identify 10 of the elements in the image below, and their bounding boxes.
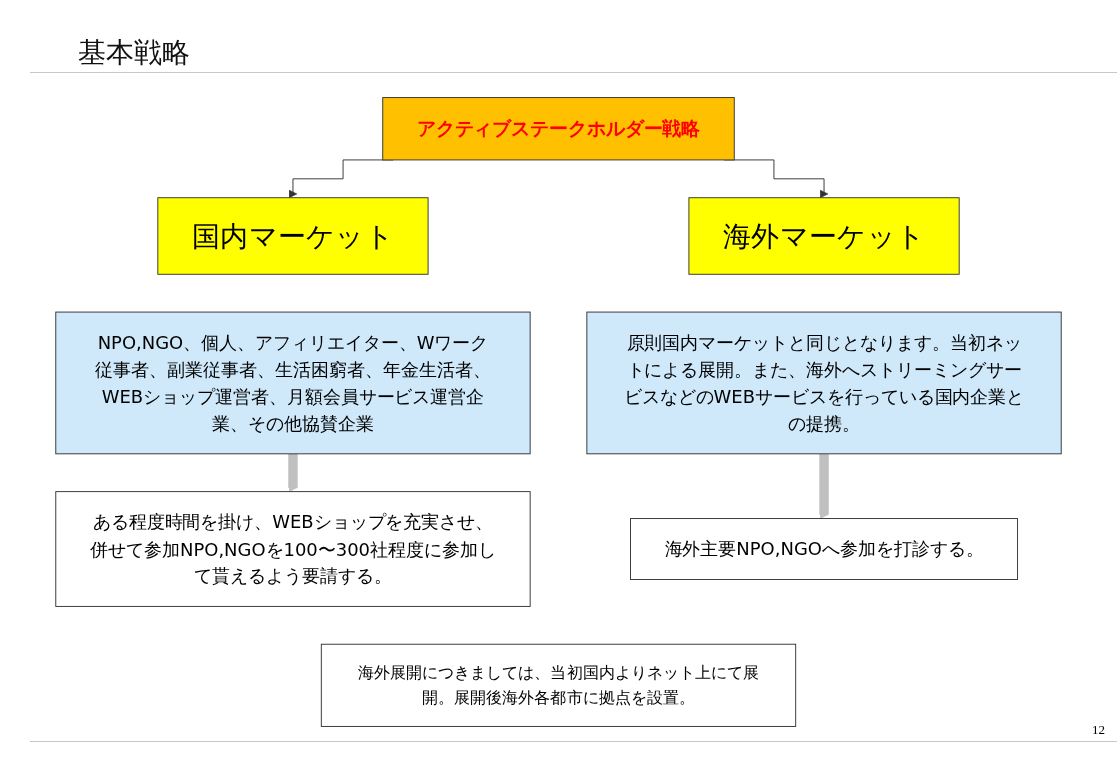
- page-title: 基本戦略: [78, 35, 190, 71]
- node-box: 海外展開につきましては、当初国内よりネット上にて展開。展開後海外各都市に拠点を設置。: [320, 643, 797, 727]
- node-box: 海外マーケット: [688, 197, 960, 275]
- node-box: 海外主要NPO,NGOへ参加を打診する。: [630, 518, 1018, 580]
- page-number: 12: [1092, 722, 1105, 737]
- node-box: アクティブステークホルダー戦略: [382, 97, 735, 161]
- node-box: 原則国内マーケットと同じとなります。当初ネットによる展開。また、海外へストリーミングサービスなどのWEBサービスを行っている国内企業との提携。: [586, 311, 1062, 455]
- node-box: ある程度時間を掛け、WEBショップを充実させ、併せて参加NPO,NGOを100〜300社程度に参加して貰えるよう要請する。: [55, 491, 531, 607]
- node-box: NPO,NGO、個人、アフィリエイター、Wワーク従事者、副業従事者、生活困窮者、年金生活者、WEBショップ運営者、月額会員サービス運営企業、その他協賛企業: [55, 311, 531, 455]
- node-box: 国内マーケット: [157, 197, 429, 275]
